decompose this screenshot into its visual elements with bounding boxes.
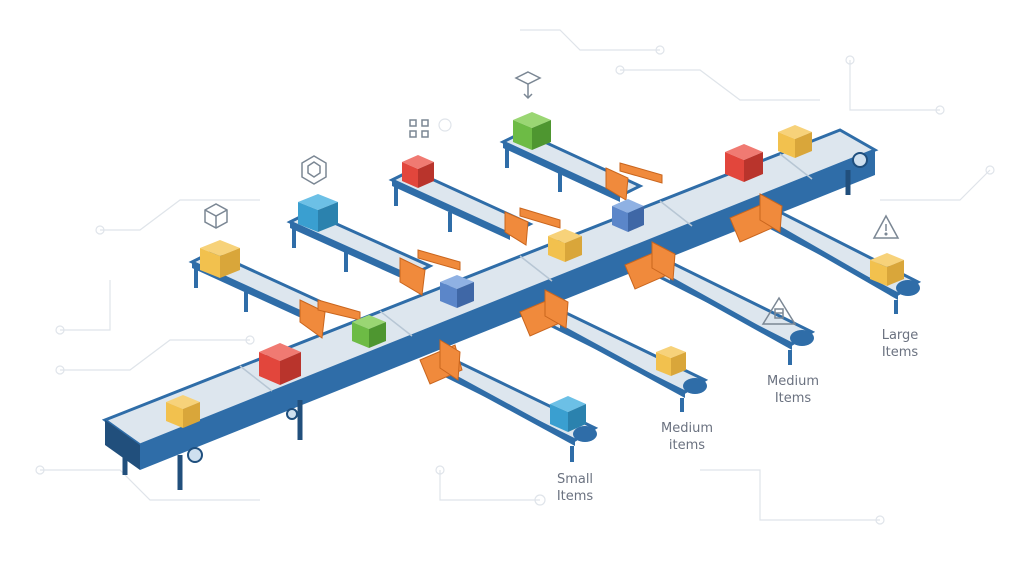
box-yellow-output-medium xyxy=(656,346,686,376)
cube-icon xyxy=(204,203,228,229)
label-large-line2: Items xyxy=(882,345,919,360)
label-small-line2: Items xyxy=(557,489,594,504)
box-blue-main-6 xyxy=(612,199,644,232)
label-medium2-line2: Items xyxy=(775,391,812,406)
diamond-sensor-icon xyxy=(514,71,542,100)
box-green-main-3 xyxy=(352,315,386,348)
warning-icon xyxy=(872,214,900,239)
diverter-out-4b xyxy=(759,193,783,233)
box-yellow-input-1 xyxy=(200,240,240,278)
diverter-out-1b xyxy=(439,339,461,381)
box-red-input-3 xyxy=(402,155,434,188)
label-small-line1: Small xyxy=(557,472,593,487)
label-medium1-line1: Medium xyxy=(661,421,713,436)
diverter-3b xyxy=(519,207,561,229)
label-medium1-line2: items xyxy=(669,438,705,453)
boxes xyxy=(166,112,904,432)
diverter-out-3b xyxy=(651,241,676,281)
diverter-2 xyxy=(399,257,426,296)
diverter-3 xyxy=(504,211,529,246)
box-teal-output-small xyxy=(550,396,586,432)
box-yellow-main-5 xyxy=(548,229,582,262)
diverters xyxy=(299,162,783,385)
diverter-2b xyxy=(417,249,461,271)
box-red-main-2 xyxy=(259,343,301,385)
hexagon-box-icon xyxy=(301,155,327,185)
box-yellow-output-large xyxy=(870,253,904,286)
circuit-background xyxy=(35,29,995,525)
box-blue-main-4 xyxy=(440,275,474,308)
box-yellow-main-1 xyxy=(166,395,200,428)
label-large-line1: Large xyxy=(882,328,919,343)
box-red-main-7 xyxy=(725,144,763,182)
diverter-4b xyxy=(619,162,663,184)
output-labels: Small Items Medium items Medium Items La… xyxy=(557,328,919,504)
box-green-input-4 xyxy=(513,112,551,150)
box-teal-input-2 xyxy=(298,194,338,232)
box-yellow-main-8 xyxy=(778,125,812,158)
diverter-out-2b xyxy=(544,289,569,329)
scan-frame-icon xyxy=(409,119,429,138)
label-medium2-line1: Medium xyxy=(767,374,819,389)
fragile-warning-icon xyxy=(761,296,797,325)
